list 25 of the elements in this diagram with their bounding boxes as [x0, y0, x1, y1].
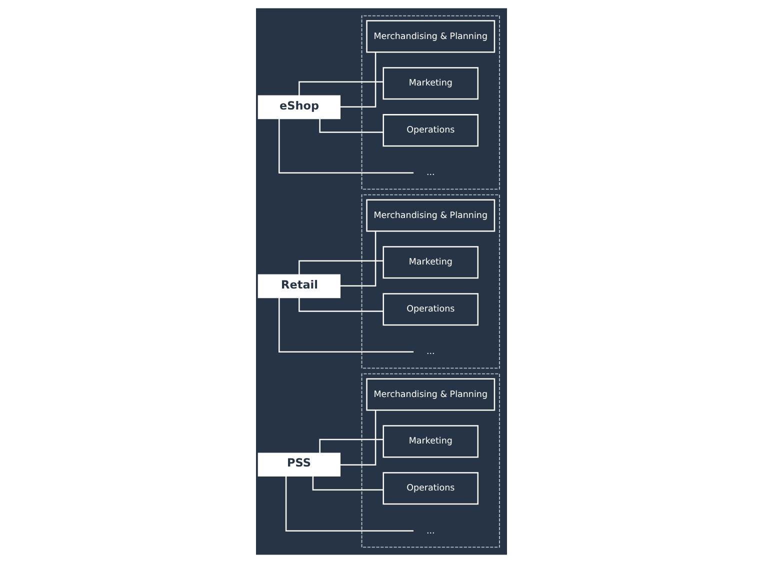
cluster [361, 373, 500, 548]
node-box: Merchandising & Planning [366, 20, 496, 53]
connector [285, 476, 414, 532]
node-box: Marketing [382, 425, 479, 458]
node-text: ... [426, 347, 435, 358]
node-text: ... [426, 168, 435, 178]
node-box: PSS [258, 452, 340, 476]
connector [298, 298, 384, 312]
node-box: Operations [382, 114, 479, 147]
node-box: Marketing [382, 67, 479, 100]
node-text: ... [426, 526, 435, 536]
node-box: Operations [382, 293, 479, 326]
connector [278, 298, 414, 353]
cluster [361, 15, 500, 190]
node-box: Operations [382, 472, 479, 505]
node-box: Merchandising & Planning [366, 378, 496, 411]
node-box: Merchandising & Planning [366, 199, 496, 232]
cluster [361, 194, 500, 369]
node-box: Marketing [382, 246, 479, 279]
connector [340, 231, 376, 286]
connector [340, 52, 376, 108]
node-box: Retail [258, 274, 340, 298]
node-box: eShop [258, 95, 340, 120]
connector [278, 118, 414, 174]
connector [340, 410, 376, 466]
